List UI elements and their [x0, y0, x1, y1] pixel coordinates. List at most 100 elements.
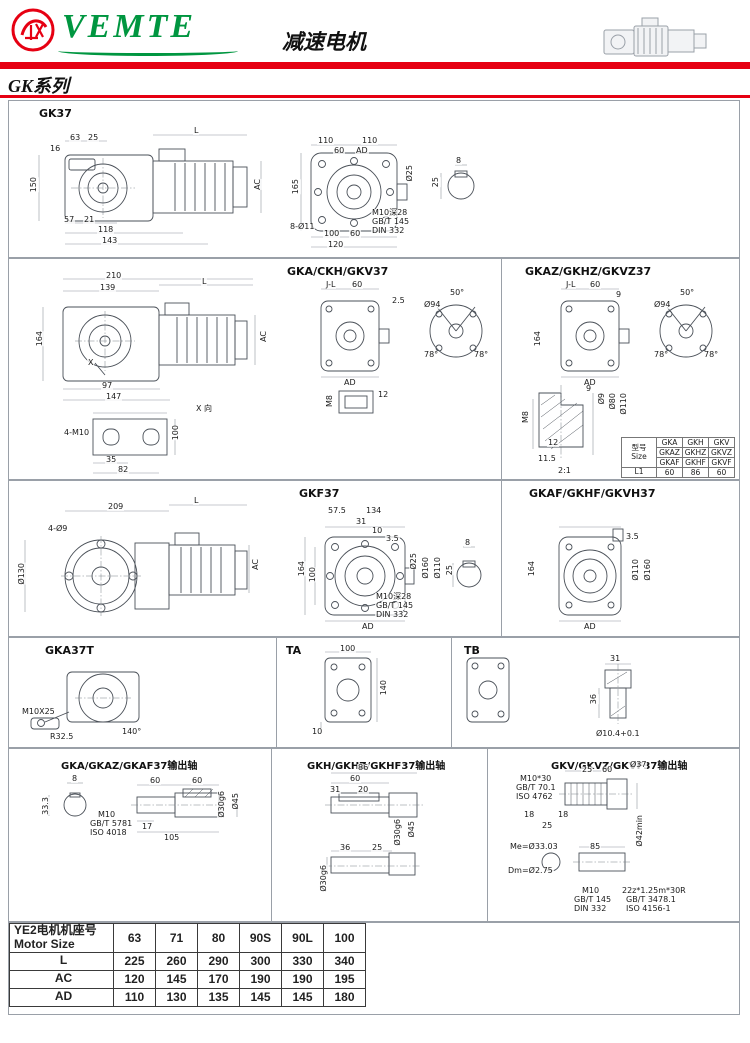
- table-cell: GKHZ: [682, 447, 709, 458]
- dim-label: 164: [35, 331, 45, 347]
- dim-label: AC: [253, 179, 263, 190]
- dim-label: 164: [297, 561, 307, 577]
- table-cell: 290: [197, 951, 240, 971]
- table-header-cell: 71: [155, 923, 198, 953]
- dim-label: 8-Ø11: [289, 222, 316, 231]
- dim-label: 147: [105, 392, 123, 401]
- table-cell: GKHF: [682, 457, 709, 468]
- table-cell: GKVZ: [708, 447, 735, 458]
- dim-label: AD: [583, 378, 597, 387]
- panel-title-gka-output: GKA/GKAZ/GKAF37输出轴: [61, 761, 198, 772]
- dim-label: 100: [323, 229, 341, 238]
- dim-label: Ø25: [409, 553, 419, 570]
- dim-label: 57: [63, 215, 76, 224]
- dim-label: 11.5: [537, 454, 557, 463]
- dim-label: 165: [291, 179, 301, 195]
- table-cell: 135: [197, 987, 240, 1007]
- table-header-cell: 63: [113, 923, 156, 953]
- dim-label: 33.3: [41, 797, 51, 815]
- vemte-logo-icon: [11, 8, 55, 52]
- dim-label: 85: [589, 842, 602, 851]
- table-header-cell: 90L: [281, 923, 324, 953]
- tb-view: [466, 657, 510, 723]
- dim-label: 4-M10: [63, 428, 91, 437]
- table-cell: 330: [281, 951, 324, 971]
- motor-table-label-cn: YE2电机机座号: [14, 923, 97, 937]
- dim-label: 10: [311, 727, 324, 736]
- dim-label: J-L: [565, 280, 577, 289]
- table-row: L 225 260 290 300 330 340: [9, 951, 366, 971]
- panel-title-gka: GKA/CKH/GKV37: [287, 265, 389, 278]
- table-header-cell: 100: [323, 923, 366, 953]
- dim-label: M8: [325, 395, 335, 407]
- dim-label: 31: [609, 654, 622, 663]
- dim-label: 25: [371, 843, 384, 852]
- dim-label: L: [201, 277, 208, 286]
- dim-label: 3.5: [625, 532, 640, 541]
- dim-label: 140°: [121, 727, 143, 736]
- dim-label: 36: [589, 694, 599, 705]
- gkf-shaft-section: [456, 560, 482, 588]
- dim-label: 78°: [703, 350, 720, 359]
- panel-output-shafts: GKA/GKAZ/GKAF37输出轴 GKH/GKHZ/GKHF37输出轴 GK…: [8, 748, 740, 922]
- dim-label: M10: [581, 886, 601, 895]
- dim-label: 50°: [449, 288, 466, 297]
- page-header: VEMTE 减速电机: [0, 0, 750, 62]
- gkaz-flange-view: [560, 300, 630, 372]
- dim-label: GB/T 145: [371, 217, 411, 226]
- dim-label: 4-Ø9: [47, 524, 69, 533]
- table-cell: 120: [113, 969, 156, 989]
- dim-label: 78°: [653, 350, 670, 359]
- dim-label: R32.5: [49, 732, 75, 741]
- dim-label: 3.5: [385, 534, 400, 543]
- dim-label: Ø110: [619, 393, 629, 415]
- brand-underline: [58, 48, 238, 56]
- dim-label: 100: [308, 567, 318, 583]
- dim-label: 100: [339, 644, 357, 653]
- dim-label: 110: [317, 136, 335, 145]
- dim-label: Ø45: [407, 821, 417, 838]
- dim-label: 31: [355, 517, 368, 526]
- gka-dimension-lines: [42, 278, 619, 474]
- gka-x-view: [92, 418, 168, 456]
- panel-gka37: GKA/CKH/GKV37 GKAZ/GKHZ/GKVZ37 210 139 L…: [8, 258, 740, 480]
- gkaf-flange-view: [558, 528, 624, 616]
- dim-label: L: [193, 496, 200, 505]
- table-cell: 86: [682, 467, 709, 478]
- dim-label: Ø80: [608, 393, 618, 410]
- panel-title-gk37: GK37: [39, 107, 72, 120]
- dim-label: AC: [259, 331, 269, 342]
- dim-label: 25: [431, 177, 441, 188]
- gk37-dimension-lines: [38, 134, 467, 248]
- dim-label: DIN 332: [371, 226, 406, 235]
- dim-label: 150: [29, 177, 39, 193]
- dim-label: 143: [101, 236, 119, 245]
- panel-gkf37: GKF37 GKAF/GKHF/GKVH37 209 L 4-Ø9 Ø130 A…: [8, 480, 740, 637]
- dim-label: 82: [117, 465, 130, 474]
- gkf-flange-view: [324, 536, 415, 616]
- table-cell: 110: [113, 987, 156, 1007]
- table-cell: GKA: [656, 437, 683, 448]
- dim-label: 134: [365, 506, 383, 515]
- dim-label: 118: [97, 225, 115, 234]
- panel-divider: [451, 638, 452, 747]
- dim-label: Ø25: [405, 165, 415, 182]
- dim-label: 105: [163, 833, 181, 842]
- motor-size-table: YE2电机机座号 Motor Size 63 71 80 90S 90L 100…: [9, 923, 366, 1007]
- table-cell: 225: [113, 951, 156, 971]
- dim-label: Ø45: [231, 793, 241, 810]
- gk37-side-view: [64, 148, 248, 222]
- table-cell: L1: [621, 467, 657, 478]
- dim-label: GB/T 70.1: [515, 783, 557, 792]
- dim-label: 57.5: [327, 506, 347, 515]
- table-cell: 340: [323, 951, 366, 971]
- dim-label: GB/T 5781: [89, 819, 134, 828]
- dim-label: 2.5: [391, 296, 406, 305]
- dim-label: 86: [357, 763, 370, 772]
- panel-divider: [276, 638, 277, 747]
- motor-table-label-en: Motor Size: [14, 936, 75, 951]
- dim-label: Me=Ø33.03: [509, 842, 559, 851]
- row-label: AC: [9, 969, 114, 989]
- panel-title-gkf37: GKF37: [299, 487, 340, 500]
